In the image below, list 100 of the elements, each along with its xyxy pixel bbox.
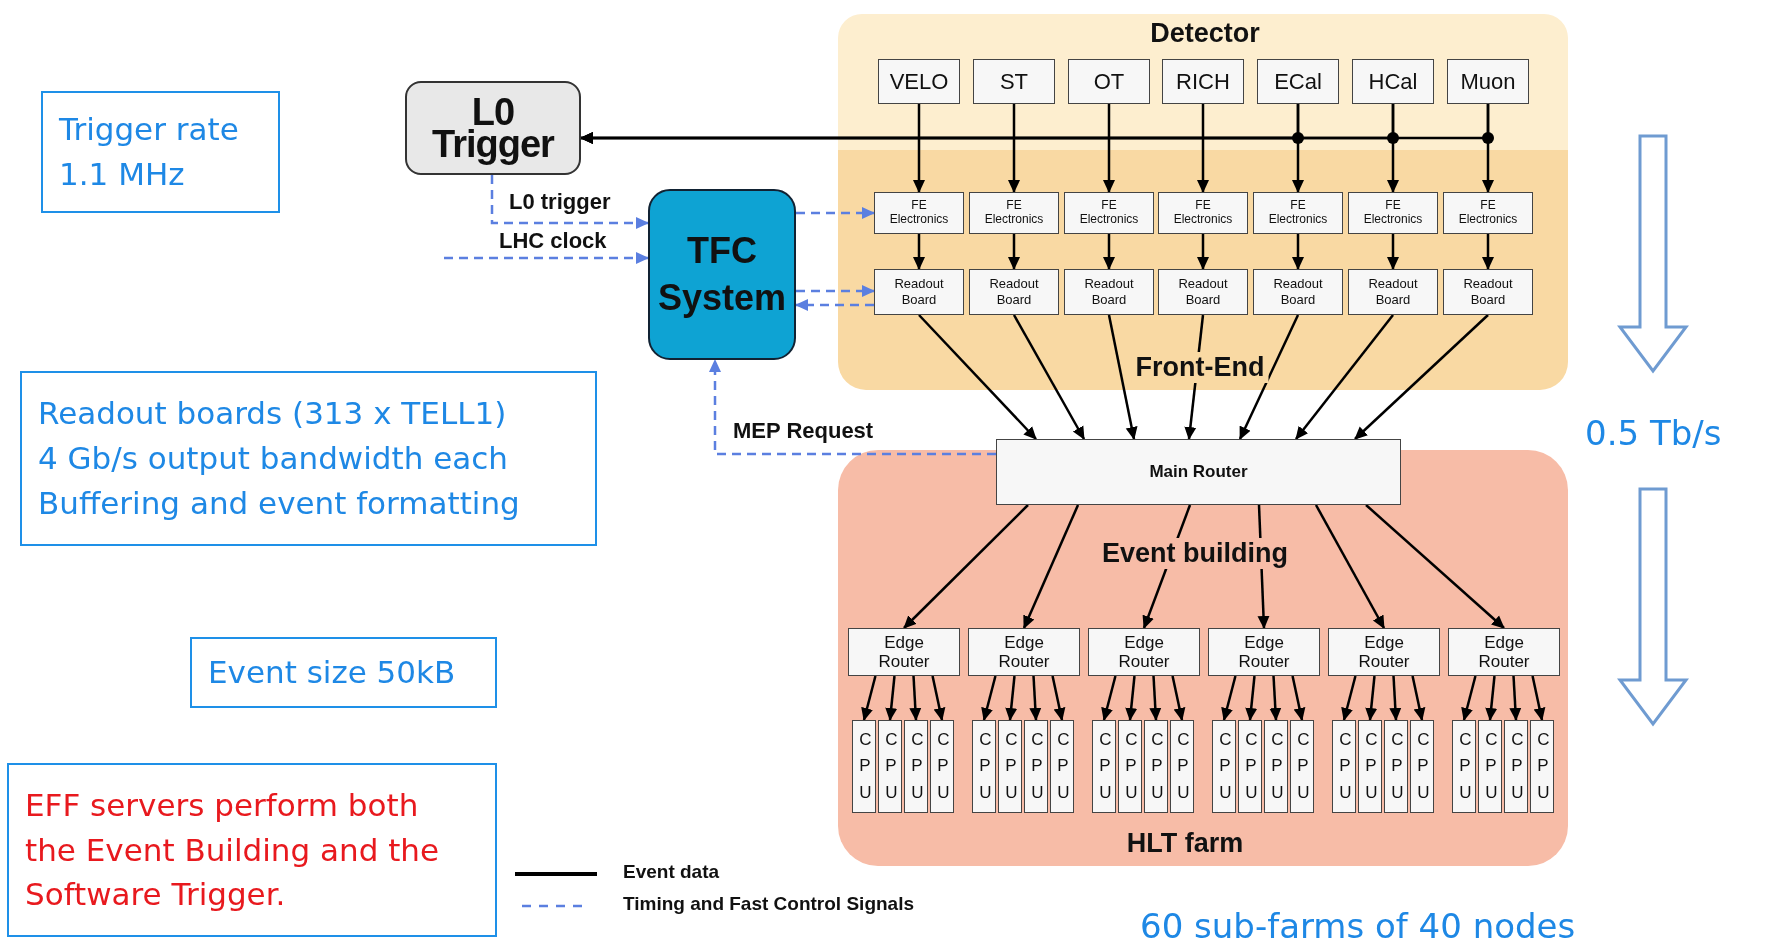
arrow <box>918 314 1037 440</box>
box-label: Readout Board <box>1368 276 1418 308</box>
arrow <box>1461 675 1477 721</box>
trigger-box <box>405 81 581 175</box>
box-label: CPU <box>1005 729 1015 804</box>
arrow <box>795 299 874 311</box>
arrow <box>1365 675 1378 721</box>
box-label: FE Electronics <box>889 199 949 227</box>
router-box <box>1208 628 1320 676</box>
box-label: CPU <box>885 729 895 804</box>
annotation-text: 0.5 Tb/s <box>1585 413 1722 453</box>
box-label: Readout Board <box>1084 276 1134 308</box>
board-box <box>1348 269 1438 315</box>
cpu-box <box>1238 720 1262 813</box>
cpu-box <box>930 720 954 813</box>
box-label: CPU <box>1151 729 1161 804</box>
box-label: FE Electronics <box>1173 199 1233 227</box>
arrow <box>1531 675 1546 721</box>
arrow <box>1221 675 1237 721</box>
cpu-box <box>1170 720 1194 813</box>
router-box <box>1328 628 1440 676</box>
note-text: EFF servers perform both the Event Building and the Software Trigger. <box>25 785 441 915</box>
box-label: CPU <box>1031 729 1041 804</box>
system-box <box>648 189 796 360</box>
arrow <box>1142 504 1192 629</box>
arrow <box>1125 675 1138 721</box>
detector-box <box>1068 59 1150 104</box>
cpu-box <box>1410 720 1434 813</box>
box-label: CPU <box>1219 729 1229 804</box>
box-label: Edge Router <box>1478 632 1530 672</box>
box-label: Readout Board <box>1273 276 1323 308</box>
box-label: Muon <box>1460 68 1516 95</box>
legend-label: Event data <box>623 861 720 883</box>
box-label: FE Electronics <box>1363 199 1423 227</box>
arrow <box>1314 504 1386 629</box>
electronics-box <box>969 192 1059 234</box>
arrow <box>1012 314 1086 440</box>
electronics-box <box>874 192 964 234</box>
board-box <box>1064 269 1154 315</box>
electronics-box <box>1443 192 1533 234</box>
detector-box <box>1352 59 1434 104</box>
box-label: CPU <box>1177 729 1187 804</box>
arrow <box>1008 104 1020 193</box>
board-box <box>969 269 1059 315</box>
arrow <box>909 675 922 721</box>
board-box <box>1253 269 1343 315</box>
arrow <box>1245 675 1258 721</box>
arrow <box>1005 675 1018 721</box>
detector-box <box>1447 59 1529 104</box>
electronics-box <box>1348 192 1438 234</box>
box-label: Readout Board <box>894 276 944 308</box>
box-label: FE Electronics <box>1458 199 1518 227</box>
note-text: 4 Gb/s output bandwidth each <box>38 439 509 479</box>
box-label: ST <box>999 68 1029 95</box>
router-box <box>1088 628 1200 676</box>
arrow <box>913 234 925 270</box>
detector-box <box>1162 59 1244 104</box>
board-box <box>1158 269 1248 315</box>
arrow <box>913 104 925 193</box>
arrow <box>1269 675 1282 721</box>
arrow <box>796 285 875 297</box>
box-label: CPU <box>1297 729 1307 804</box>
cpu-box <box>1332 720 1356 813</box>
note-box <box>41 91 280 213</box>
arrow <box>444 252 649 264</box>
box-label: ECal <box>1274 68 1322 95</box>
box-label: CPU <box>937 729 947 804</box>
box-label: Readout Board <box>989 276 1039 308</box>
note-box <box>7 763 497 937</box>
box-label: HCal <box>1368 68 1418 95</box>
arrow <box>1482 234 1494 270</box>
cpu-box <box>1504 720 1528 813</box>
cpu-box <box>1264 720 1288 813</box>
cpu-box <box>1050 720 1074 813</box>
cpu-box <box>1290 720 1314 813</box>
legend-label: Timing and Fast Control Signals <box>623 893 914 915</box>
board-box <box>1443 269 1533 315</box>
arrow <box>1295 314 1394 440</box>
box-label: OT <box>1093 68 1125 95</box>
cpu-box <box>1092 720 1116 813</box>
cpu-box <box>1530 720 1554 813</box>
cpu-box <box>904 720 928 813</box>
cpu-box <box>1358 720 1382 813</box>
arrow <box>1103 104 1115 193</box>
box-label: Edge Router <box>1118 632 1170 672</box>
arrow <box>861 675 877 721</box>
arrow <box>903 504 1029 629</box>
arrow <box>1411 675 1426 721</box>
note-text: Event size 50kB <box>208 653 457 693</box>
arrow <box>1257 504 1270 629</box>
cpu-box <box>998 720 1022 813</box>
cpu-box <box>1144 720 1168 813</box>
cpu-box <box>1024 720 1048 813</box>
box-label: CPU <box>1245 729 1255 804</box>
box-label: Readout Board <box>1178 276 1228 308</box>
box-label: CPU <box>1391 729 1401 804</box>
box-label: CPU <box>1511 729 1521 804</box>
box-label: FE Electronics <box>1268 199 1328 227</box>
arrow <box>1149 675 1162 721</box>
box-label: FE Electronics <box>984 199 1044 227</box>
